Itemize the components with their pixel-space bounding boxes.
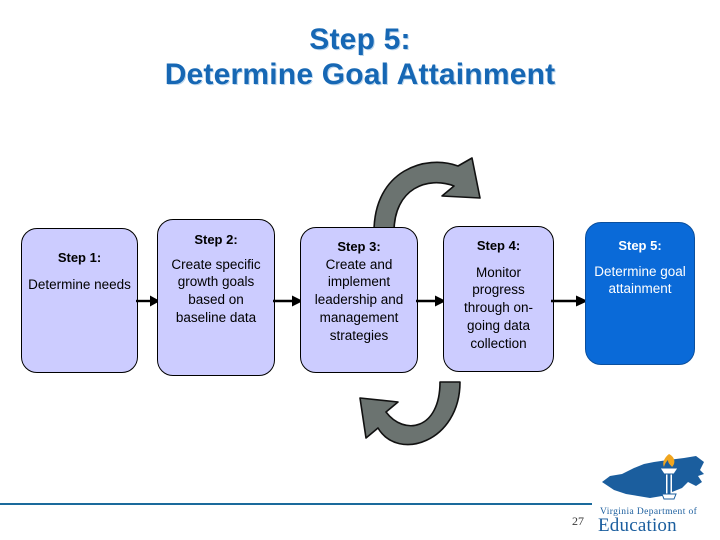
flow-step-4-body: Monitor progress through on-going data c… <box>463 264 534 351</box>
flow-step-1-body: Determine needs <box>28 276 131 292</box>
loop-arrow-bottom-icon <box>359 381 461 446</box>
page-title: Step 5: Determine Goal Attainment <box>0 22 720 93</box>
arrow-step4-to-step5-icon <box>551 295 588 307</box>
flow-step-1-header: Step 1: <box>57 250 102 265</box>
logo-line-2: Education <box>598 515 677 536</box>
flow-step-3-box[interactable]: Step 3: Create and implement leadership … <box>300 227 418 373</box>
loop-arrow-top-icon <box>373 157 481 233</box>
arrow-step3-to-step4-icon <box>416 295 446 307</box>
footer-divider <box>0 503 592 505</box>
arrow-step1-to-step2-icon <box>136 295 160 307</box>
flow-step-4-header: Step 4: <box>476 238 521 253</box>
flow-step-5-header: Step 5: <box>618 238 662 253</box>
page-number: 27 <box>572 514 584 528</box>
page-title-line-1: Step 5: <box>309 23 411 56</box>
virginia-department-of-education-logo: Virginia Department of Education <box>598 454 704 536</box>
flow-step-2-header: Step 2: <box>194 232 238 247</box>
flow-step-2-box[interactable]: Step 2: Create specific growth goals bas… <box>157 219 275 376</box>
page-title-line-2: Determine Goal Attainment <box>164 58 556 92</box>
arrow-step2-to-step3-icon <box>273 295 303 307</box>
flow-step-2-body: Create specific growth goals based on ba… <box>171 256 261 325</box>
flow-step-5-box[interactable]: Step 5: Determine goal attainment <box>585 222 695 365</box>
logo-line-1: Virginia Department of <box>600 506 698 517</box>
flow-step-3-header: Step 3: <box>337 239 381 254</box>
flow-step-5-body: Determine goal attainment <box>594 263 686 297</box>
flow-step-4-box[interactable]: Step 4: Monitor progress through on-goin… <box>443 226 554 372</box>
flow-step-3-body: Create and implement leadership and mana… <box>314 256 404 343</box>
flow-step-1-box[interactable]: Step 1: Determine needs <box>21 228 138 373</box>
